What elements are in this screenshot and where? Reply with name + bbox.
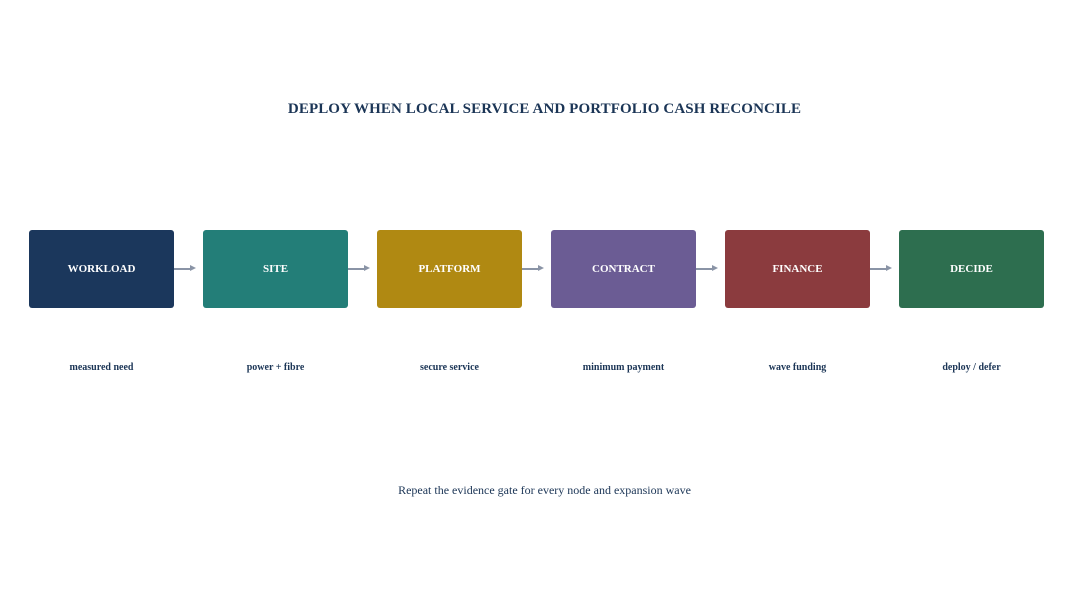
flow-arrow-icon: [348, 265, 370, 271]
step-sublabel: power + fibre: [246, 362, 305, 373]
step-sublabel: wave funding: [768, 362, 827, 373]
step-label: DECIDE: [950, 263, 993, 275]
step-sublabel: secure service: [420, 362, 479, 373]
flow-arrow-icon: [870, 265, 892, 271]
flow-arrow-icon: [522, 265, 544, 271]
step-sublabel: minimum payment: [582, 362, 665, 373]
step-box-site: SITE: [203, 230, 348, 308]
step-label: CONTRACT: [592, 263, 655, 275]
step-box-decide: DECIDE: [899, 230, 1044, 308]
step-box-workload: WORKLOAD: [29, 230, 174, 308]
step-sublabel: measured need: [69, 362, 134, 373]
flow-arrow-icon: [696, 265, 718, 271]
step-box-platform: PLATFORM: [377, 230, 522, 308]
step-box-finance: FINANCE: [725, 230, 870, 308]
flow-arrow-icon: [174, 265, 196, 271]
footer-note: Repeat the evidence gate for every node …: [398, 483, 691, 497]
step-label: SITE: [262, 263, 289, 275]
step-label: WORKLOAD: [67, 263, 136, 275]
step-sublabel: deploy / defer: [942, 362, 1001, 373]
step-label: PLATFORM: [418, 263, 481, 275]
step-label: FINANCE: [772, 263, 823, 275]
step-box-contract: CONTRACT: [551, 230, 696, 308]
diagram-title: DEPLOY WHEN LOCAL SERVICE AND PORTFOLIO …: [287, 101, 802, 117]
